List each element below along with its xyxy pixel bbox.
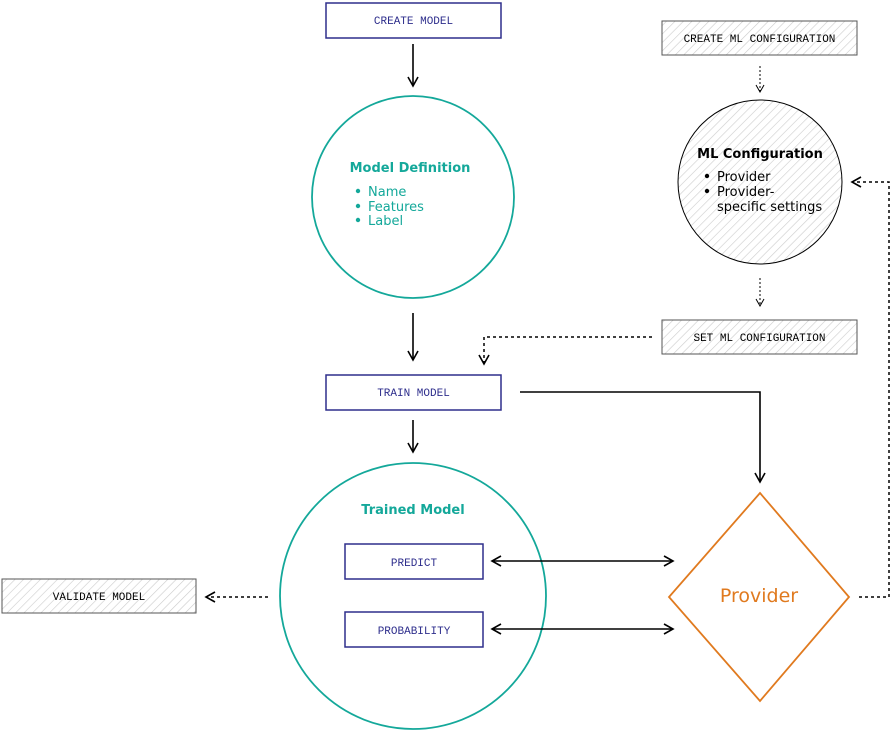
validate-model-label: VALIDATE MODEL [53,592,145,604]
ml-configuration-item: Provider- [717,185,775,200]
set-ml-configuration-box: SET ML CONFIGURATION [661,319,858,355]
train-model-label: TRAIN MODEL [377,388,450,400]
bullet [355,203,361,209]
create-ml-configuration-box: CREATE ML CONFIGURATION [661,20,858,56]
bullet [355,217,361,223]
set-ml-configuration-label: SET ML CONFIGURATION [693,333,825,345]
create-model-box: CREATE MODEL [325,2,502,39]
predict-label: PREDICT [391,558,438,570]
ml-configuration-item: Provider [717,170,771,185]
validate-model-box: VALIDATE MODEL [1,578,197,614]
trained-model-title: Trained Model [361,503,464,518]
provider-label: Provider [720,585,798,607]
model-definition-title: Model Definition [350,161,471,176]
bullet [704,173,710,179]
ml-configuration-item: specific settings [717,200,822,215]
model-definition-item: Label [368,214,403,229]
model-definition-item: Name [368,185,406,200]
ml-configuration-title: ML Configuration [697,147,823,162]
model-definition-item: Features [368,200,424,215]
provider-diamond: Provider [667,491,851,703]
trained-model-circle: Trained Model [279,462,547,730]
probability-box: PROBABILITY [344,611,484,648]
bullet [704,188,710,194]
train-model-box: TRAIN MODEL [325,374,502,411]
predict-box: PREDICT [344,543,484,580]
model-definition-circle: Model Definition Name Features Label [311,95,515,299]
probability-label: PROBABILITY [378,626,451,638]
bullet [355,188,361,194]
create-ml-configuration-label: CREATE ML CONFIGURATION [684,34,836,46]
arrow-set-config-to-train [478,336,652,366]
create-model-label: CREATE MODEL [374,16,453,28]
arrow-train-to-provider [520,391,766,484]
ml-configuration-circle: ML Configuration Provider Provider- spec… [677,99,843,265]
arrow-provider-to-config [850,176,890,598]
